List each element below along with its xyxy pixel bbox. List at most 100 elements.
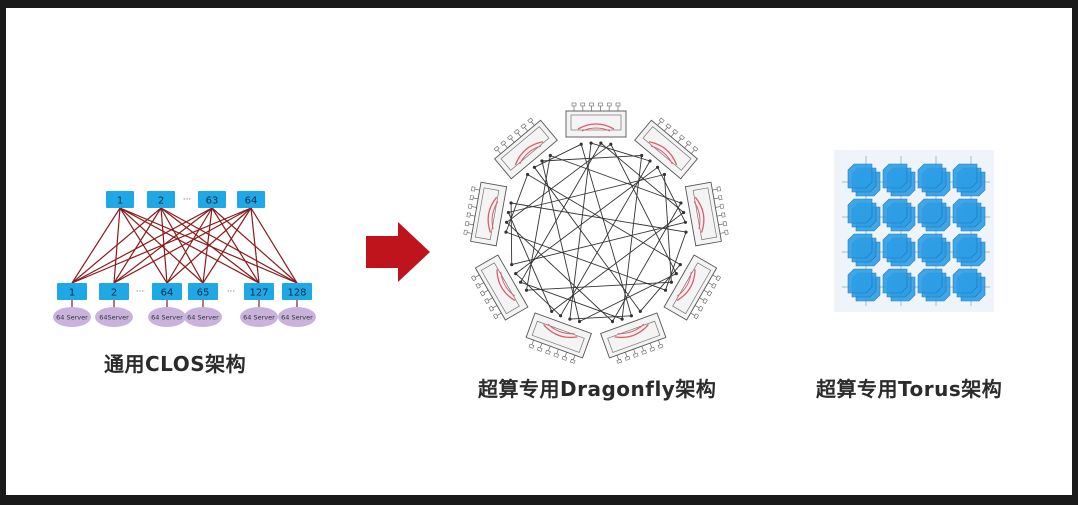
dragonfly-terminal xyxy=(685,140,692,146)
dragonfly-global-link xyxy=(526,155,551,291)
dragonfly-router-block xyxy=(692,187,717,241)
torus-node xyxy=(917,198,951,232)
dragonfly-terminal xyxy=(468,203,473,209)
dragonfly-terminal xyxy=(716,186,721,192)
torus-cube xyxy=(917,198,943,224)
torus-diagram xyxy=(834,150,994,312)
torus-cube xyxy=(917,233,943,259)
clos-link xyxy=(166,207,213,284)
spine-ellipsis: ··· xyxy=(183,195,192,205)
server-label: 64 Server xyxy=(281,314,313,322)
dragonfly-terminal xyxy=(615,102,621,107)
dragonfly-global-link xyxy=(590,142,651,162)
dragonfly-local-link xyxy=(543,324,578,339)
clos-link xyxy=(113,207,252,284)
server-group xyxy=(184,307,222,327)
dragonfly-router-block xyxy=(480,262,520,315)
dragonfly-global-link xyxy=(579,273,677,322)
dragonfly-local-link xyxy=(581,127,611,132)
dragonfly-local-link xyxy=(487,196,498,233)
dragonfly-router-block xyxy=(531,320,585,353)
dragonfly-global-link xyxy=(657,167,686,223)
leaf-switch xyxy=(57,283,87,300)
dragonfly-local-link xyxy=(694,196,705,233)
clos-links xyxy=(71,207,298,284)
torus-node xyxy=(952,233,986,267)
torus-cube xyxy=(847,198,873,224)
dragonfly-group xyxy=(684,181,729,247)
leaf-switch-label: 127 xyxy=(249,288,268,299)
dragonfly-terminal xyxy=(580,102,586,107)
dragonfly-global-link xyxy=(511,221,686,266)
dragonfly-terminal xyxy=(624,355,631,361)
torus-cube xyxy=(952,198,978,224)
spine-switch-label: 63 xyxy=(206,196,219,207)
dragonfly-node xyxy=(540,159,544,163)
transition-arrow xyxy=(366,222,430,282)
torus-cube xyxy=(917,268,943,294)
clos-link xyxy=(166,207,252,284)
dragonfly-terminal xyxy=(711,282,717,289)
dragonfly-terminal xyxy=(657,343,664,349)
server-group xyxy=(240,307,278,327)
dragonfly-node xyxy=(683,220,688,224)
dragonfly-terminal xyxy=(488,305,495,312)
torus-node xyxy=(882,268,916,302)
leaf-switch xyxy=(99,283,129,300)
dragonfly-router-block xyxy=(500,126,550,171)
dragonfly-terminal xyxy=(475,282,481,289)
leaf-switch xyxy=(282,283,312,300)
dragonfly-terminal xyxy=(527,117,534,124)
dragonfly-global-link xyxy=(541,160,580,322)
dragonfly-node xyxy=(505,220,509,224)
dragonfly-terminal xyxy=(479,290,486,297)
dragonfly-global-link xyxy=(534,167,641,312)
torus-cube xyxy=(882,198,908,224)
dragonfly-terminal xyxy=(715,275,721,282)
dragonfly-terminal xyxy=(513,128,520,135)
dragonfly-terminal xyxy=(466,212,471,218)
dragonfly-node xyxy=(679,201,683,205)
torus-cube xyxy=(882,163,908,189)
dragonfly-node xyxy=(519,280,523,284)
clos-link xyxy=(71,207,252,284)
dragonfly-local-link xyxy=(500,271,515,297)
server-label: 64 Server xyxy=(243,314,275,322)
torus-cube xyxy=(917,163,943,189)
dragonfly-group xyxy=(600,312,667,364)
dragonfly-terminal xyxy=(722,221,728,227)
dragonfly-terminal xyxy=(679,134,685,141)
clos-link xyxy=(250,207,260,284)
server-group xyxy=(278,307,316,327)
dragonfly-terminal xyxy=(569,358,576,364)
dragonfly-node xyxy=(579,142,583,146)
dragonfly-node xyxy=(559,314,563,318)
dragonfly-terminal xyxy=(721,212,726,218)
clos-link xyxy=(160,207,298,284)
dragonfly-caption: 超算专用Dragonfly架构 xyxy=(478,377,717,401)
torus-cube xyxy=(952,233,978,259)
leaf-switch-label: 65 xyxy=(197,288,210,299)
dragonfly-global-link xyxy=(508,174,665,213)
dragonfly-terminal xyxy=(692,145,699,152)
dragonfly-local-link xyxy=(676,269,696,302)
dragonfly-terminal xyxy=(606,102,612,107)
clos-link xyxy=(71,207,213,284)
dragonfly-terminal xyxy=(724,229,729,235)
dragonfly-node xyxy=(682,210,686,215)
dragonfly-terminal xyxy=(672,128,679,135)
clos-link xyxy=(160,207,168,284)
clos-link xyxy=(113,207,162,284)
dragonfly-global-link xyxy=(515,166,658,274)
server-group xyxy=(53,307,91,327)
dragonfly-node xyxy=(577,319,582,324)
clos-link xyxy=(250,207,298,284)
torus-node xyxy=(882,163,916,197)
dragonfly-global-link xyxy=(507,212,553,312)
dragonfly-terminal xyxy=(471,275,477,282)
dragonfly-node xyxy=(648,159,652,163)
dragonfly-terminal xyxy=(507,134,513,141)
dragonfly-diagram xyxy=(463,102,729,364)
dragonfly-terminal xyxy=(616,358,623,364)
